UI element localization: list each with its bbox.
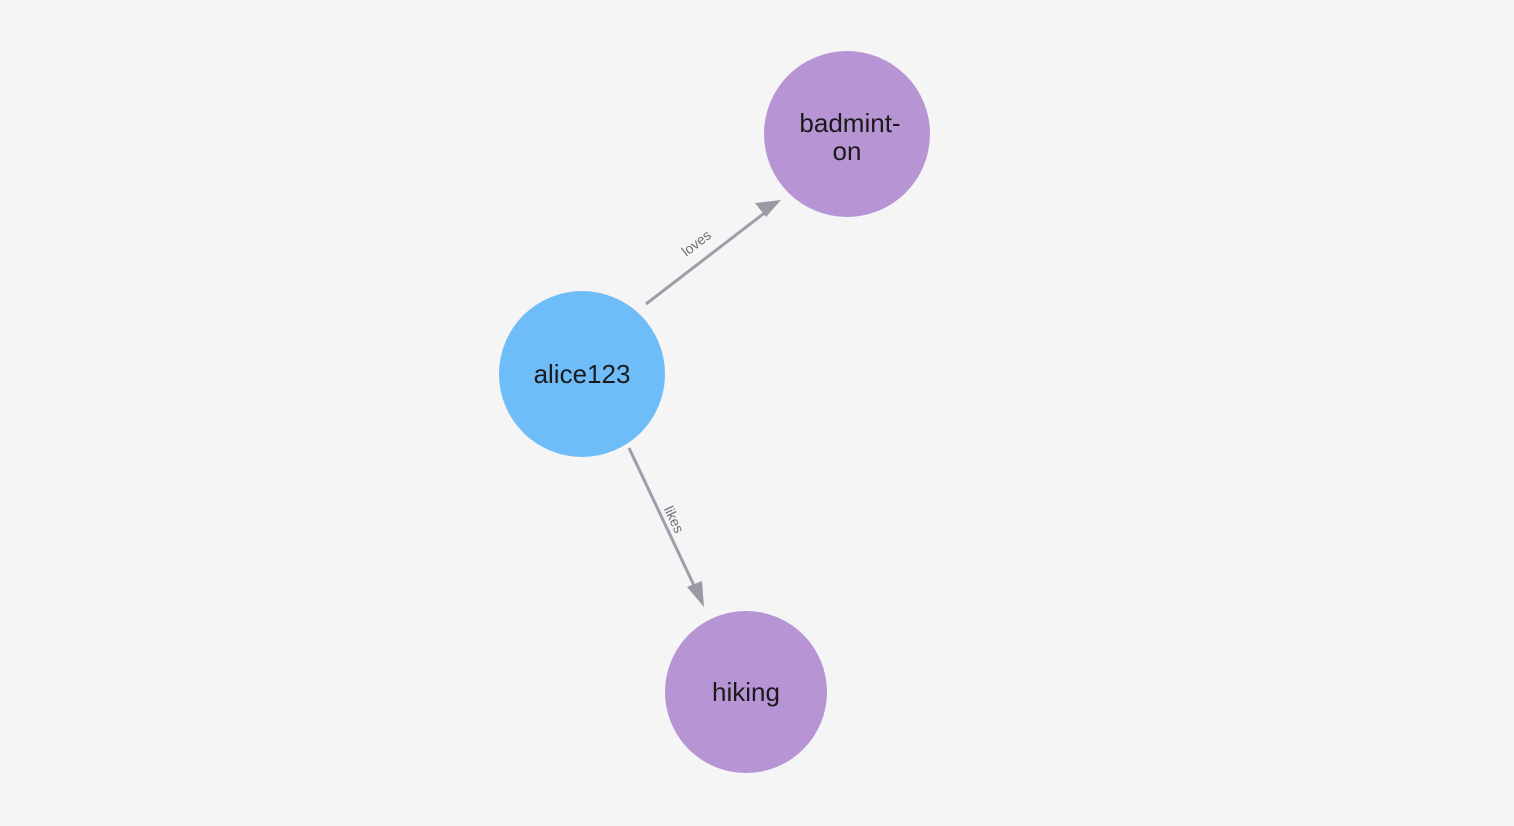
edge-arrowhead-loves	[755, 200, 781, 217]
edge-alice123-likes-hiking[interactable]: likes	[627, 447, 704, 607]
node-circle-badminton[interactable]	[764, 51, 930, 217]
edge-line-loves[interactable]	[645, 206, 772, 306]
node-badminton[interactable]: badmint- on	[764, 51, 930, 217]
node-alice123[interactable]: alice123	[499, 291, 665, 457]
nodes-layer: alice123 badmint- on hiking	[499, 51, 930, 773]
edge-label-likes: likes	[661, 503, 687, 535]
node-circle-hiking[interactable]	[665, 611, 827, 773]
node-hiking[interactable]: hiking	[665, 611, 827, 773]
edge-alice123-loves-badminton[interactable]: loves	[645, 200, 781, 306]
edge-arrowhead-likes	[687, 581, 704, 607]
node-circle-alice123[interactable]	[499, 291, 665, 457]
edge-line-likes[interactable]	[627, 447, 700, 595]
